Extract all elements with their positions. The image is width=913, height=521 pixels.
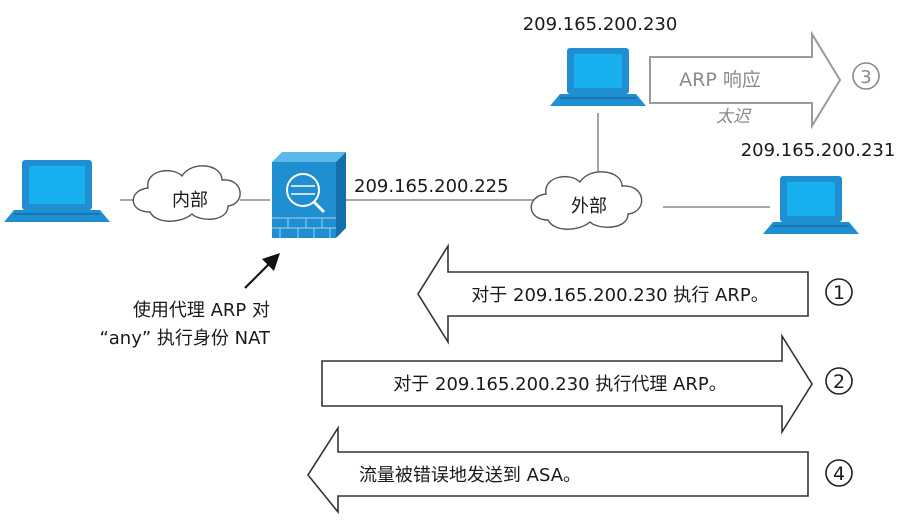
inside-network-cloud: 内部 bbox=[132, 165, 241, 222]
inside-label: 内部 bbox=[172, 190, 208, 211]
annotation-line-2: “any” 执行身份 NAT bbox=[99, 328, 271, 349]
step-4-text: 流量被错误地发送到 ASA。 bbox=[359, 465, 581, 486]
step-3-number-icon: 3 bbox=[852, 62, 880, 90]
annotation-pointer-arrow bbox=[244, 253, 280, 289]
asa-outside-ip-label: 209.165.200.225 bbox=[354, 176, 509, 197]
host-230-computer-icon bbox=[550, 48, 646, 106]
step-1-number-icon: 1 bbox=[825, 278, 853, 306]
network-links bbox=[120, 113, 770, 208]
host-230-ip-label: 209.165.200.230 bbox=[523, 14, 678, 35]
step-2-text: 对于 209.165.200.230 执行代理 ARP。 bbox=[393, 374, 726, 395]
step-1-arp-request-arrow: 对于 209.165.200.230 执行 ARP。 bbox=[417, 243, 809, 345]
step-4-misdirected-traffic-arrow: 流量被错误地发送到 ASA。 bbox=[307, 425, 809, 515]
inside-host-computer-icon bbox=[4, 160, 110, 222]
host-231-ip-label: 209.165.200.231 bbox=[741, 140, 896, 161]
step-1-text: 对于 209.165.200.230 执行 ARP。 bbox=[471, 285, 768, 306]
step-3-number: 3 bbox=[860, 67, 871, 88]
late-reply-sublabel: 太迟 bbox=[716, 107, 752, 127]
outside-network-cloud: 外部 bbox=[530, 171, 643, 230]
host-231-computer-icon bbox=[763, 176, 859, 234]
step-1-number: 1 bbox=[833, 282, 845, 304]
outside-label: 外部 bbox=[571, 196, 607, 217]
late-arp-reply-arrow: ARP 响应 太迟 bbox=[649, 30, 842, 130]
step-4-number: 4 bbox=[833, 463, 845, 485]
step-2-number: 2 bbox=[833, 371, 845, 393]
annotation-line-1: 使用代理 ARP 对 bbox=[133, 300, 270, 321]
asa-firewall-icon bbox=[272, 152, 346, 238]
step-2-number-icon: 2 bbox=[825, 367, 853, 395]
step-2-proxy-arp-arrow: 对于 209.165.200.230 执行代理 ARP。 bbox=[321, 333, 813, 435]
step-4-number-icon: 4 bbox=[825, 459, 853, 487]
late-reply-label: ARP 响应 bbox=[679, 69, 761, 91]
